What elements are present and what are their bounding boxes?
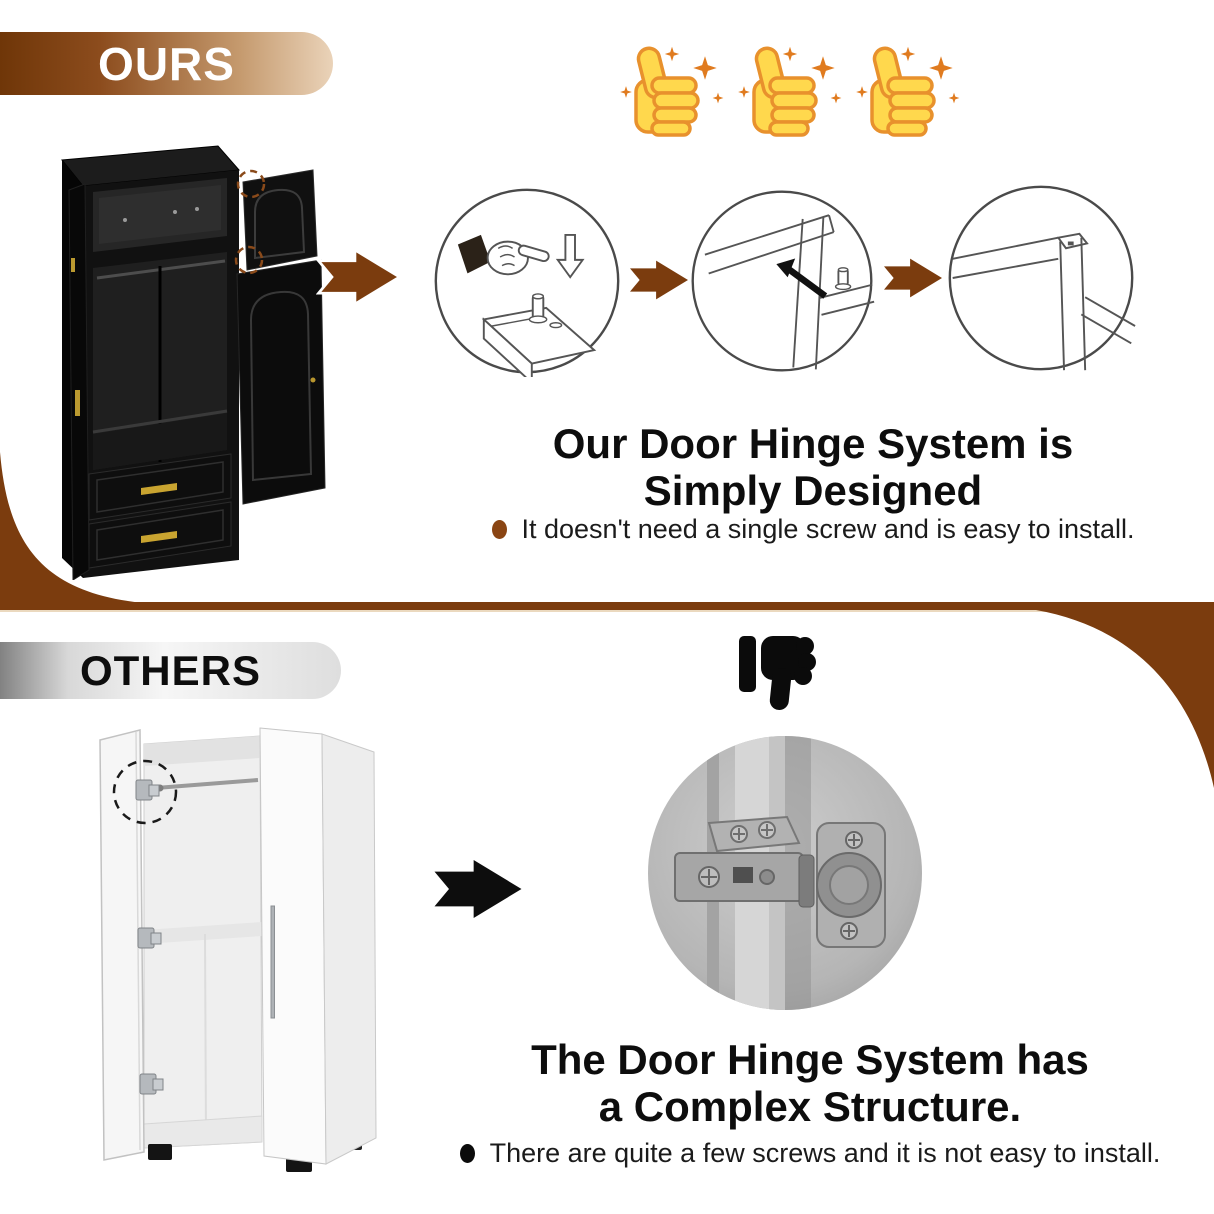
others-banner: OTHERS [0, 642, 341, 699]
thumbs-up-icons [612, 38, 960, 150]
thumbs-up-icon [620, 46, 723, 135]
hinge-highlight-circle [236, 169, 266, 199]
cabinet-hinge [135, 779, 160, 801]
others-bullet-row: There are quite a few screws and it is n… [427, 1138, 1193, 1169]
others-heading-line2: a Complex Structure. [598, 1083, 1022, 1131]
arrow-right-icon [316, 250, 402, 304]
arrow-right-icon [434, 860, 522, 918]
others-bullet-text: There are quite a few screws and it is n… [489, 1138, 1161, 1168]
step2-insert-door-diagram [691, 190, 875, 372]
ours-banner: OURS [0, 32, 333, 95]
others-banner-label: OTHERS [79, 646, 261, 694]
brown-bullet-dot [491, 520, 507, 539]
hinge-highlight-circle [112, 759, 178, 825]
ours-bullet-row: It doesn't need a single screw and is ea… [430, 514, 1196, 545]
ours-heading-line2: Simply Designed [643, 467, 983, 515]
thumbs-up-icon [856, 46, 959, 135]
cabinet-hinge [139, 1073, 164, 1095]
ours-heading: Our Door Hinge System is Simply Designed [430, 420, 1196, 514]
ours-heading-line1: Our Door Hinge System is [552, 420, 1074, 467]
thumbs-up-icon [738, 46, 841, 135]
others-heading-line1: The Door Hinge System has [531, 1036, 1089, 1083]
white-wardrobe-image [99, 727, 377, 1172]
arrow-right-icon [884, 258, 942, 298]
insert-direction-arrow-icon [787, 267, 828, 299]
others-heading: The Door Hinge System has a Complex Stru… [427, 1036, 1193, 1130]
ours-bullet-text: It doesn't need a single screw and is ea… [521, 514, 1135, 544]
complex-hinge-photo [648, 736, 922, 1010]
black-bullet-dot [459, 1144, 475, 1163]
cabinet-hinge [137, 927, 162, 949]
thumbs-down-icon [739, 636, 816, 710]
hinge-highlight-circle [234, 245, 264, 275]
ours-banner-label: OURS [98, 37, 235, 90]
black-wardrobe-image [61, 145, 326, 580]
step3-assembled-corner-diagram [948, 185, 1136, 371]
step1-press-pin-diagram [434, 188, 620, 377]
arrow-right-icon [630, 260, 688, 300]
press-down-arrow-icon [555, 233, 585, 279]
